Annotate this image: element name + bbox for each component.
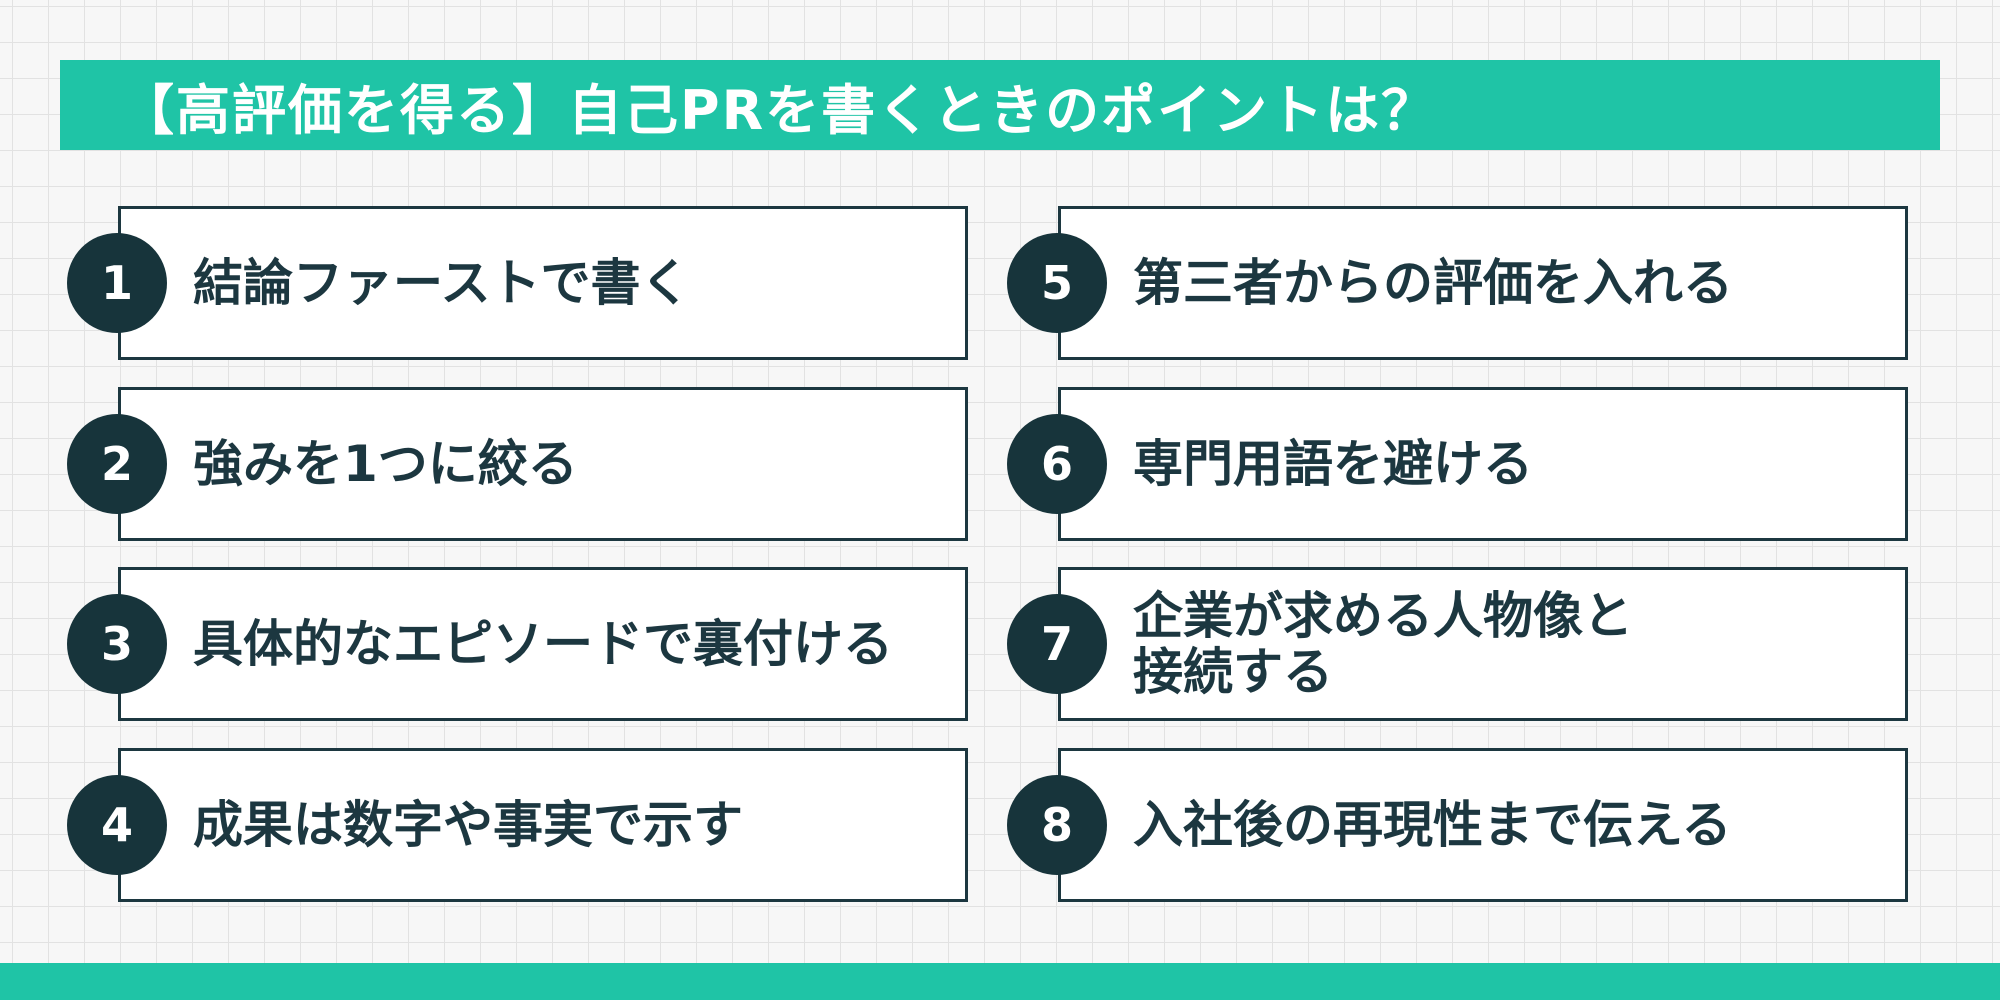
bottom-accent-bar (0, 963, 2000, 1000)
point-number-badge-2: 2 (67, 414, 167, 514)
point-number-badge-5: 5 (1007, 233, 1107, 333)
point-number-badge-8: 8 (1007, 775, 1107, 875)
point-number-badge-7: 7 (1007, 594, 1107, 694)
point-text-6: 専門用語を避ける (1133, 435, 1533, 493)
point-text-4: 成果は数字や事実で示す (193, 796, 743, 854)
point-number-badge-4: 4 (67, 775, 167, 875)
point-card-2: 強みを1つに絞る (118, 387, 968, 541)
point-card-6: 専門用語を避ける (1058, 387, 1908, 541)
point-text-2: 強みを1つに絞る (193, 435, 578, 493)
point-number-badge-3: 3 (67, 594, 167, 694)
point-text-5: 第三者からの評価を入れる (1133, 254, 1733, 312)
point-card-1: 結論ファーストで書く (118, 206, 968, 360)
title-banner: 【高評価を得る】自己PRを書くときのポイントは？ (60, 60, 1940, 150)
point-text-7: 企業が求める人物像と 接続する (1133, 570, 1891, 718)
point-text-7-line-1: 企業が求める人物像と (1133, 587, 1633, 645)
point-card-8: 入社後の再現性まで伝える (1058, 748, 1908, 902)
point-text-7-line-2: 接続する (1133, 643, 1333, 701)
point-number-badge-6: 6 (1007, 414, 1107, 514)
point-card-7: 企業が求める人物像と 接続する (1058, 567, 1908, 721)
point-text-3: 具体的なエピソードで裏付ける (193, 615, 893, 673)
point-number-badge-1: 1 (67, 233, 167, 333)
point-card-4: 成果は数字や事実で示す (118, 748, 968, 902)
point-text-8: 入社後の再現性まで伝える (1133, 796, 1732, 854)
point-text-1: 結論ファーストで書く (193, 254, 691, 312)
page-title: 【高評価を得る】自己PRを書くときのポイントは？ (120, 78, 1438, 142)
point-card-5: 第三者からの評価を入れる (1058, 206, 1908, 360)
point-card-3: 具体的なエピソードで裏付ける (118, 567, 968, 721)
